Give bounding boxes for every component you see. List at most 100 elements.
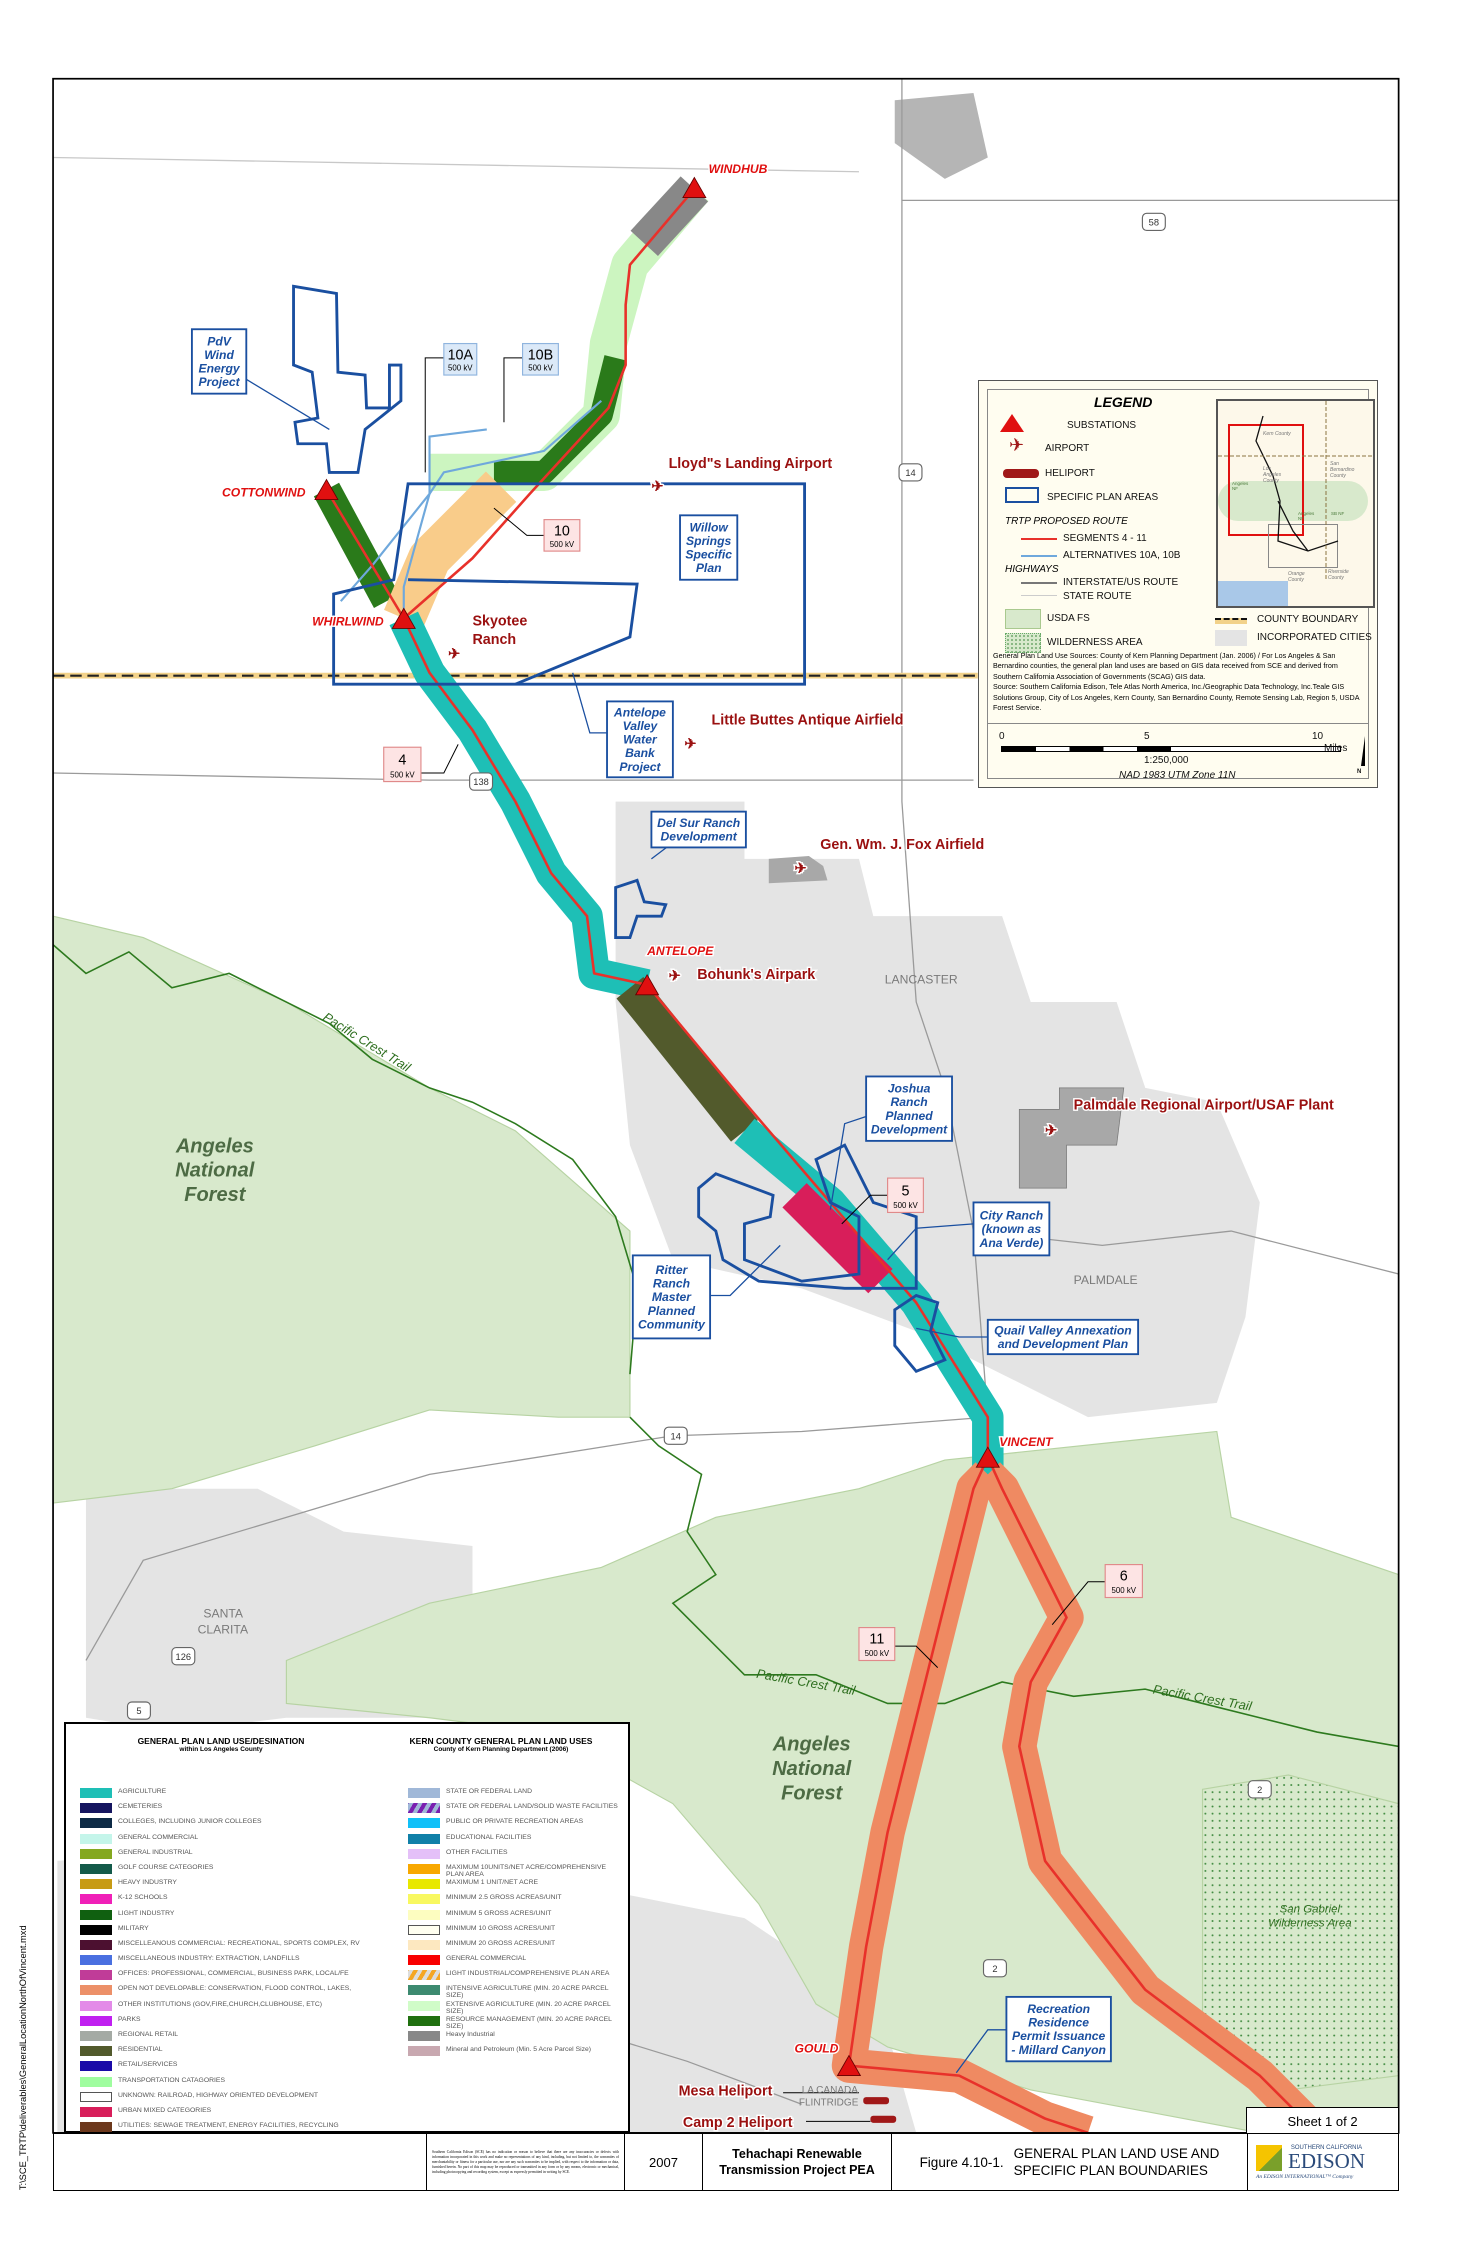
callout-text: Energy: [198, 362, 240, 376]
legend-label: EXTENSIVE AGRICULTURE (MIN. 20 ACRE PARC…: [446, 2000, 611, 2015]
substation-vincent[interactable]: VINCENT: [975, 1433, 1056, 1468]
legend-item: UNKNOWN: RAILROAD, HIGHWAY ORIENTED DEVE…: [80, 2091, 380, 2107]
callout-text: Willow: [689, 520, 729, 534]
legend-swatch: [408, 1939, 440, 1950]
logo-sub: An EDISON INTERNATIONAL™ Company: [1256, 2173, 1354, 2180]
legend-item: OPEN NOT DEVELOPABLE: CONSERVATION, FLOO…: [80, 1985, 380, 2000]
airport-label-fox[interactable]: Gen. Wm. J. Fox Airfield: [819, 835, 986, 854]
legend-item: MAXIMUM 1 UNIT/NET ACRE: [408, 1879, 623, 1894]
legend-swatch: [80, 2076, 112, 2087]
legend-item: TRANSPORTATION CATAGORIES: [80, 2076, 380, 2092]
legend-alternatives: ALTERNATIVES 10A, 10B: [1063, 550, 1181, 561]
svg-text:4: 4: [398, 752, 406, 768]
callout-box: [631, 1254, 712, 1340]
substation-whirlwind[interactable]: WHIRLWIND: [311, 607, 416, 630]
legend-swatch: [80, 1848, 112, 1859]
city-santa-clarita: SANTA: [203, 1607, 244, 1621]
callout-box: [865, 1075, 953, 1142]
legend-label: MINIMUM 2.5 GROSS ACREAS/UNIT: [446, 1894, 562, 1902]
callout-box: [606, 700, 674, 779]
legend-item: LIGHT INDUSTRY: [80, 1909, 380, 1925]
callout-box: [679, 514, 739, 581]
shield-number: 5: [136, 1706, 141, 1716]
callout-box: [190, 328, 248, 395]
legend-item: STATE OR FEDERAL LAND: [408, 1788, 623, 1803]
legend-item: MISCELLEANOUS COMMERCIAL: RECREATIONAL, …: [80, 1939, 380, 1955]
file-path: T:\SCE_TRTP\deliverables\GeneralLocation…: [18, 1925, 28, 2190]
callout-box: [650, 810, 747, 849]
heliport-label-camp2[interactable]: Camp 2 Heliport: [681, 2114, 794, 2133]
legend-item: MILITARY: [80, 1924, 380, 1940]
legend-item: OTHER FACILITIES: [408, 1848, 623, 1864]
heliport-label-mesa[interactable]: Mesa Heliport: [677, 2082, 774, 2101]
callout-text: Community: [638, 1317, 706, 1331]
svg-text:10: 10: [554, 523, 570, 539]
shield-icon: [469, 772, 494, 791]
legend-swatch: [80, 1939, 112, 1950]
city-lancaster: LANCASTER: [885, 972, 958, 986]
airport-label-skyotee[interactable]: Skyotee: [471, 612, 529, 631]
forest-label-1b: National: [175, 1160, 254, 1182]
forest-label-1: Angeles: [175, 1135, 254, 1157]
helicopter-icon: [863, 2097, 890, 2105]
substation-windhub[interactable]: WINDHUB: [682, 161, 769, 198]
svg-text:500 kV: 500 kV: [390, 770, 415, 779]
legend-label: PUBLIC OR PRIVATE RECREATION AREAS: [446, 1818, 584, 1826]
inset-orange: Orange County: [1288, 571, 1305, 583]
airport-label-little-buttes[interactable]: Little Buttes Antique Airfield: [710, 711, 905, 730]
legend-wilderness: WILDERNESS AREA: [1047, 637, 1143, 648]
legend-item: Mineral and Petroleum (Min. 5 Acre Parce…: [408, 2046, 623, 2061]
legend-swatch: [80, 2046, 112, 2057]
legend-item: REGIONAL RETAIL: [80, 2031, 380, 2046]
substation-cottonwind[interactable]: COTTONWIND: [221, 478, 339, 501]
highway-shield-5: 5: [126, 1701, 151, 1720]
inset-kern: Kern County: [1263, 431, 1291, 437]
legend-item: MINIMUM 5 GROSS ACRES/UNIT: [408, 1909, 623, 1925]
callout-text: Bank: [625, 746, 656, 760]
legend-label: MISCELLANEOUS INDUSTRY: EXTRACTION, LAND…: [118, 1955, 300, 1963]
legend-item: MINIMUM 2.5 GROSS ACREAS/UNIT: [408, 1894, 623, 1909]
substation-gould[interactable]: GOULD: [793, 2040, 862, 2077]
legend-item: RESIDENTIAL: [80, 2046, 380, 2061]
legend-label: RETAIL/SERVICES: [118, 2061, 178, 2069]
kern-legend-heading: KERN COUNTY GENERAL PLAN LAND USES: [409, 1736, 593, 1746]
legend-label: GENERAL COMMERCIAL: [118, 1833, 199, 1841]
legend-label: COLLEGES, INCLUDING JUNIOR COLLEGES: [118, 1818, 262, 1826]
legend-swatch: [80, 2091, 112, 2102]
airport-label-lloyds[interactable]: Lloyd"s Landing Airport: [667, 455, 834, 474]
shield-icon: [1247, 1780, 1272, 1799]
shield-icon: [1141, 212, 1166, 232]
callout-text: Ritter: [656, 1263, 689, 1277]
airport-label-bohunks[interactable]: Bohunk's Airpark: [696, 966, 817, 985]
legend-swatch: [80, 2122, 112, 2133]
shield-number: 138: [473, 777, 489, 787]
legend-incorporated: INCORPORATED CITIES: [1257, 632, 1372, 643]
legend-item: LIGHT INDUSTRIAL/COMPREHENSIVE PLAN AREA: [408, 1970, 623, 1985]
legend-swatch: [80, 2106, 112, 2117]
legend-label: LIGHT INDUSTRIAL/COMPREHENSIVE PLAN AREA: [446, 1970, 610, 1978]
legend-label: AGRICULTURE: [118, 1788, 167, 1795]
legend-item: PUBLIC OR PRIVATE RECREATION AREAS: [408, 1818, 623, 1833]
legend-label: MILITARY: [118, 1924, 149, 1932]
legend-swatch: [408, 1924, 440, 1935]
substation-antelope[interactable]: ANTELOPE: [634, 942, 716, 996]
inset-riverside: Riverside County: [1328, 569, 1349, 581]
legend-item: EXTENSIVE AGRICULTURE (MIN. 20 ACRE PARC…: [408, 2000, 623, 2016]
svg-text:COTTONWIND: COTTONWIND: [222, 486, 306, 500]
legend-item: Heavy Industrial: [408, 2031, 623, 2046]
legend-label: LIGHT INDUSTRY: [118, 1909, 175, 1917]
la-legend-title: GENERAL PLAN LAND USE/DESINATION within …: [106, 1736, 336, 1753]
specific-plan-swatch: [1005, 487, 1039, 503]
la-legend-heading: GENERAL PLAN LAND USE/DESINATION: [137, 1736, 305, 1746]
title-block: Southern California Edison (SCE) has no …: [53, 2133, 1399, 2191]
shield-icon: [663, 1426, 688, 1445]
airport-label-palmdale[interactable]: Palmdale Regional Airport/USAF Plant: [1072, 1096, 1335, 1115]
airports: Lloyd"s Landing Airport ✈ Skyotee Ranch …: [447, 455, 1336, 2133]
legend-label: K-12 SCHOOLS: [118, 1894, 168, 1902]
svg-text:GOULD: GOULD: [795, 2042, 839, 2056]
